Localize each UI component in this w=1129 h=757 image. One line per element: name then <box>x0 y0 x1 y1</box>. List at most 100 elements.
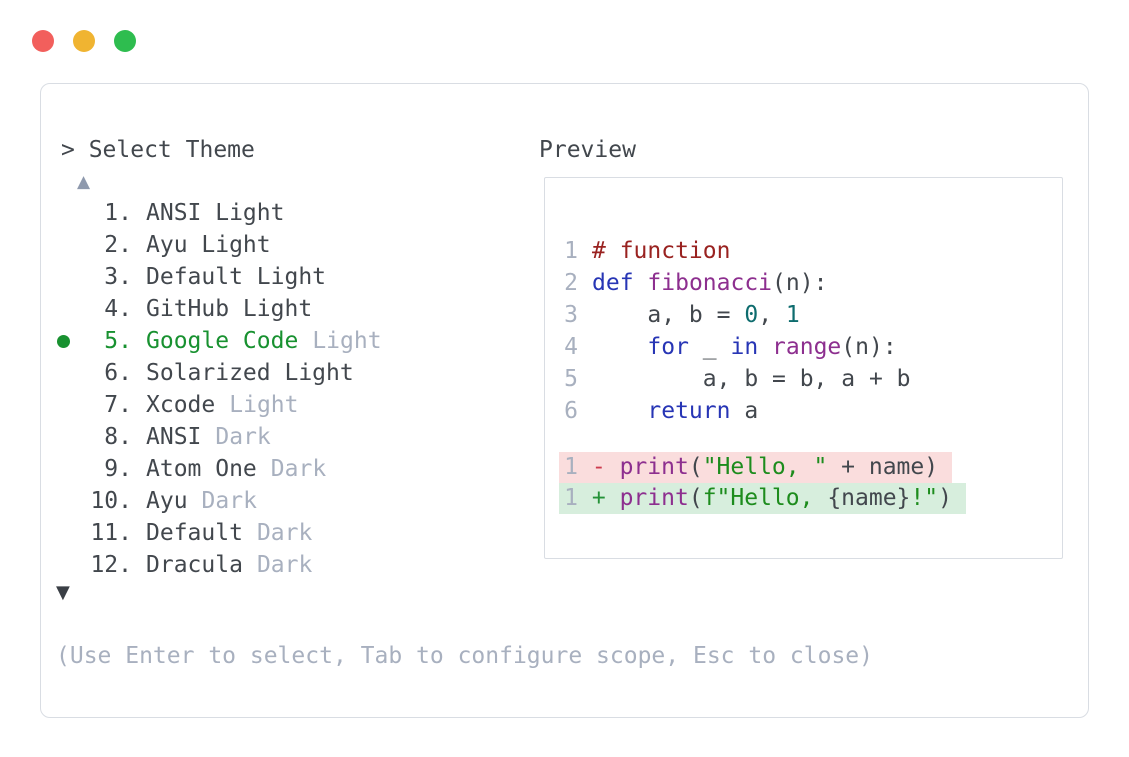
code-token: in <box>730 334 759 360</box>
code-line: 1 # function <box>564 235 911 267</box>
theme-number: 2. <box>104 232 132 258</box>
select-theme-prompt: > Select Theme <box>61 137 255 163</box>
theme-option[interactable]: 12. Dracula Dark <box>57 549 527 581</box>
theme-number: 11. <box>90 520 132 546</box>
code-token: "Hello, " <box>702 454 828 480</box>
code-token: , <box>758 302 786 328</box>
code-token: 0 <box>744 302 759 328</box>
theme-option[interactable]: 1.ANSI Light <box>57 197 527 229</box>
code-line: 4 for _ in range(n): <box>564 331 911 363</box>
theme-variant-label: Dark <box>201 488 257 514</box>
code-token: {name} <box>827 485 911 511</box>
theme-name: ANSI <box>146 424 202 450</box>
code-token: - <box>591 454 606 480</box>
theme-option[interactable]: 9. Atom One Dark <box>57 453 527 485</box>
theme-number: 6. <box>104 360 132 386</box>
code-token: (n): <box>841 334 897 360</box>
code-token: for <box>647 334 689 360</box>
code-token: a <box>730 398 759 424</box>
line-number: 2 <box>564 270 578 296</box>
theme-name: Dracula <box>146 552 243 578</box>
theme-name: Atom One <box>146 456 257 482</box>
selection-marker <box>57 334 90 348</box>
diff-preview: 1 - print("Hello, " + name)1 + print(f"H… <box>559 452 966 514</box>
theme-name: Default <box>146 520 243 546</box>
theme-number: 7. <box>104 392 132 418</box>
code-token: ( <box>688 454 703 480</box>
theme-name: Google Code <box>146 328 299 354</box>
code-token <box>592 334 647 360</box>
code-token <box>606 485 620 511</box>
preview-title: Preview <box>539 137 636 163</box>
code-token <box>578 454 592 480</box>
code-token: print <box>619 485 689 511</box>
theme-number: 9. <box>104 456 132 482</box>
diff-line-removed: 1 - print("Hello, " + name) <box>559 452 953 483</box>
theme-selector-panel: > Select Theme Preview ▲ 1.ANSI Light 2. A… <box>40 83 1089 718</box>
diff-line-added: 1 + print(f"Hello, {name}!") <box>559 483 966 514</box>
code-token: ) <box>938 485 952 511</box>
theme-variant-label: Dark <box>256 520 313 546</box>
code-token: + <box>591 485 606 511</box>
line-number: 3 <box>564 302 578 328</box>
code-token: return <box>647 398 731 424</box>
code-token <box>758 334 772 360</box>
theme-name: Default Light <box>146 264 327 290</box>
theme-name: Solarized Light <box>146 360 354 386</box>
line-number: 6 <box>564 398 578 424</box>
theme-number: 12. <box>90 552 132 578</box>
code-token: range <box>772 334 842 360</box>
line-number: 4 <box>564 334 578 360</box>
theme-name: GitHub Light <box>146 296 313 322</box>
theme-variant-label: Light <box>229 392 299 418</box>
code-token: ( <box>688 485 703 511</box>
code-token: + name) <box>827 454 939 480</box>
theme-number: 4. <box>104 296 132 322</box>
zoom-window-icon[interactable] <box>114 30 136 52</box>
line-number: 1 <box>564 485 578 511</box>
code-token: fibonacci <box>647 270 773 296</box>
line-number: 5 <box>564 366 578 392</box>
keyboard-hints: (Use Enter to select, Tab to configure s… <box>56 643 873 669</box>
theme-option[interactable]: 3. Default Light <box>57 261 527 293</box>
line-number: 1 <box>564 238 578 264</box>
code-token: print <box>619 454 689 480</box>
scroll-down-icon[interactable]: ▼ <box>56 582 70 603</box>
close-window-icon[interactable] <box>32 30 54 52</box>
theme-option[interactable]: 4. GitHub Light <box>57 293 527 325</box>
scroll-up-icon[interactable]: ▲ <box>77 172 91 192</box>
code-token: f"Hello, <box>702 485 828 511</box>
minimize-window-icon[interactable] <box>73 30 95 52</box>
code-token: 1 <box>785 302 800 328</box>
code-token: def <box>592 270 634 296</box>
theme-option[interactable]: 6. Solarized Light <box>57 357 527 389</box>
code-token: !" <box>910 485 939 511</box>
code-token: # function <box>592 238 731 264</box>
code-token <box>578 485 592 511</box>
theme-option[interactable]: 2. Ayu Light <box>57 229 527 261</box>
window-controls <box>32 30 136 52</box>
theme-variant-label: Dark <box>256 552 313 578</box>
code-token <box>606 454 620 480</box>
theme-option[interactable]: 11. Default Dark <box>57 517 527 549</box>
code-token: (n): <box>772 270 828 296</box>
theme-number: 3. <box>104 264 132 290</box>
code-token: a, b = b, a + b <box>592 366 911 392</box>
selected-bullet-icon <box>57 334 70 348</box>
code-line: 2 def fibonacci(n): <box>564 267 911 299</box>
code-token: a, b = <box>592 302 745 328</box>
theme-name: Ayu Light <box>146 232 271 258</box>
theme-name: ANSI Light <box>146 200 285 226</box>
code-token <box>592 398 647 424</box>
theme-variant-label: Dark <box>270 456 327 482</box>
code-token <box>634 270 648 296</box>
theme-name: Ayu <box>146 488 188 514</box>
code-token: _ <box>688 334 731 360</box>
code-line: 5 a, b = b, a + b <box>564 363 911 395</box>
